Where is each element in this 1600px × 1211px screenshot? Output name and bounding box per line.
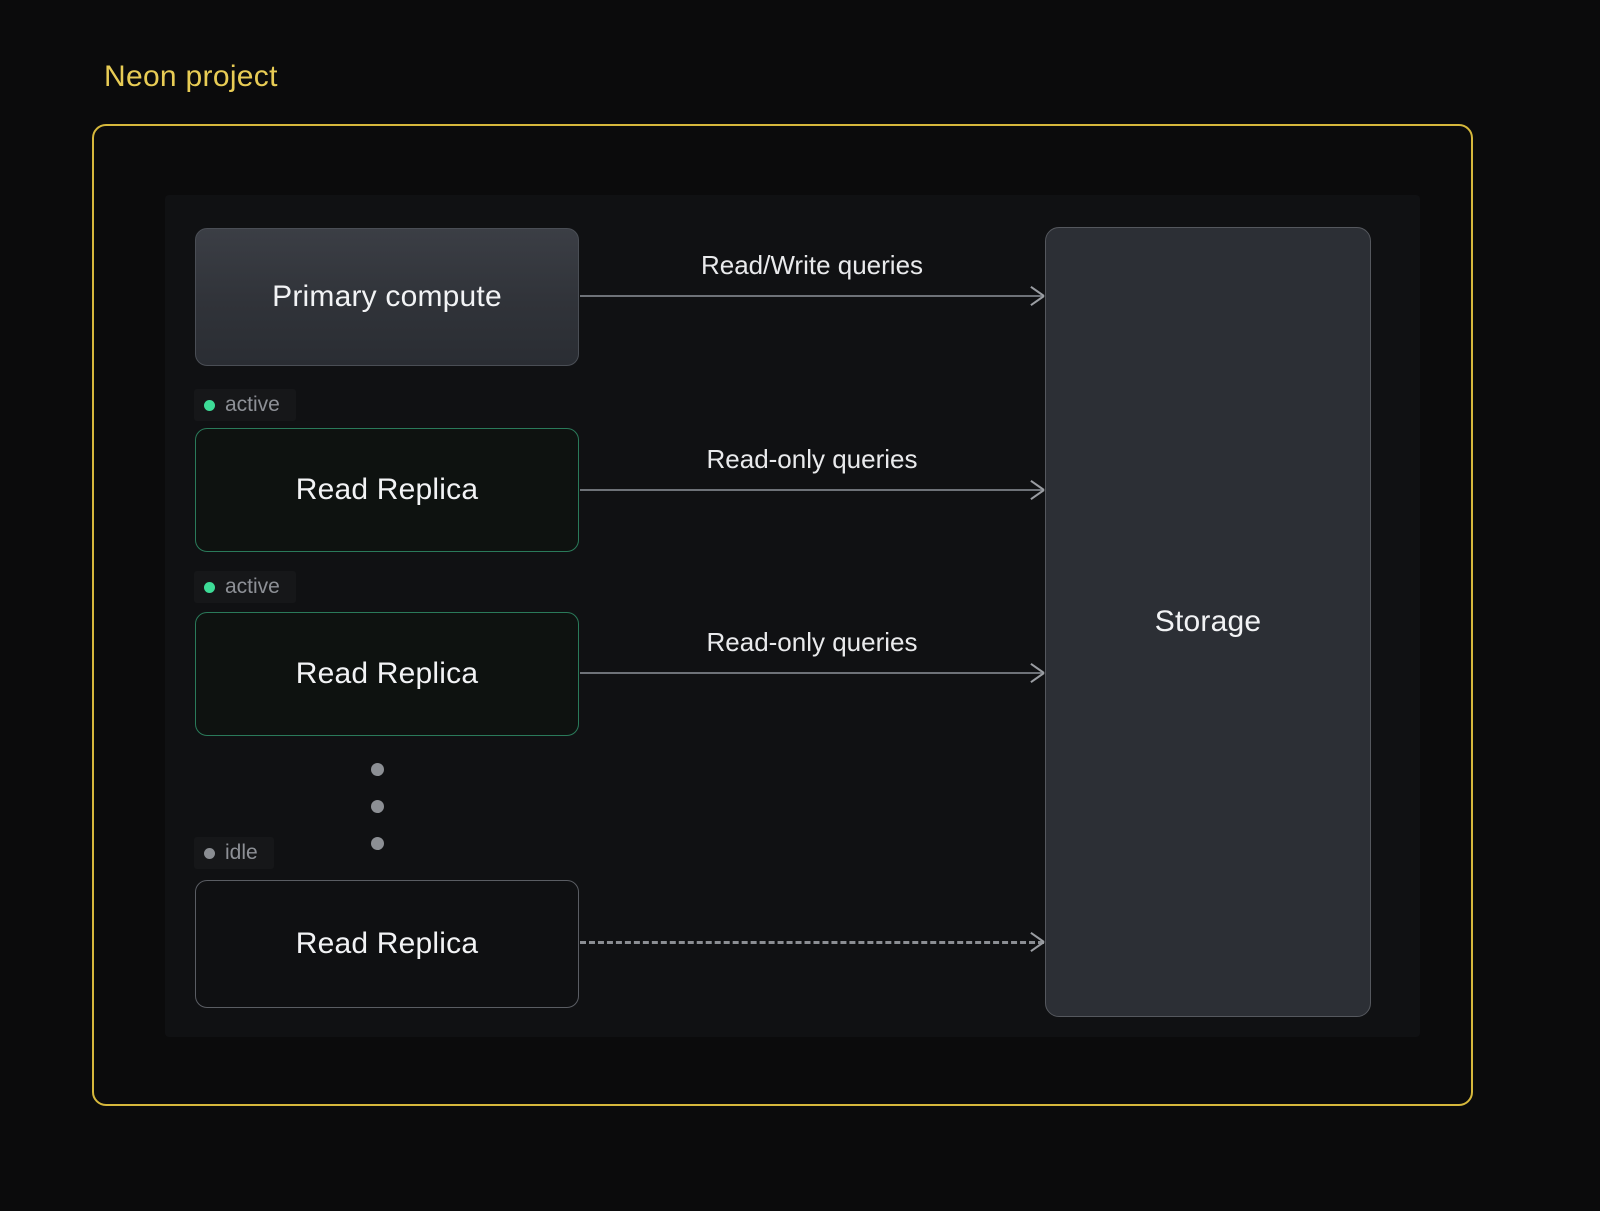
node-read-replica-idle[interactable]: Read Replica: [195, 880, 579, 1008]
node-read-replica-1[interactable]: Read Replica: [195, 428, 579, 552]
connector-label: Read-only queries: [706, 627, 918, 657]
status-dot-icon: [204, 847, 215, 859]
connector-label: Read-only queries: [706, 444, 918, 474]
node-primary-compute-label: Primary compute: [272, 280, 502, 313]
status-badge-replica-2: active: [194, 571, 296, 603]
page-title: Neon project: [104, 60, 278, 93]
status-badge-label: idle: [225, 841, 258, 864]
node-read-replica-2-label: Read Replica: [295, 657, 479, 690]
connector-primary-to-storage: Read/Write queries: [580, 250, 1044, 297]
status-badge-label: active: [225, 393, 280, 416]
vertical-ellipsis-icon: [371, 763, 384, 850]
status-badge-replica-idle: idle: [194, 837, 274, 869]
connector-replica2-to-storage: Read-only queries: [580, 627, 1044, 674]
project-frame: [92, 124, 1473, 1106]
status-badge-label: active: [225, 575, 280, 598]
connector-label: Read/Write queries: [700, 250, 924, 280]
node-storage-label: Storage: [1154, 605, 1262, 638]
arrow-right-icon: [1026, 286, 1046, 306]
ellipsis-dot-icon: [371, 763, 384, 776]
status-badge-replica-1: active: [194, 389, 296, 421]
connector-idle-to-storage: [580, 941, 1044, 944]
ellipsis-dot-icon: [371, 837, 384, 850]
arrow-right-icon: [1026, 480, 1046, 500]
connector-replica1-to-storage: Read-only queries: [580, 444, 1044, 491]
connector-line-dashed: [580, 941, 1044, 944]
arrow-right-icon: [1026, 932, 1046, 952]
status-dot-icon: [204, 399, 215, 411]
connector-line: [580, 672, 1044, 674]
node-read-replica-idle-label: Read Replica: [295, 927, 479, 960]
ellipsis-dot-icon: [371, 800, 384, 813]
node-read-replica-1-label: Read Replica: [295, 473, 479, 506]
node-storage[interactable]: Storage: [1045, 227, 1371, 1017]
node-read-replica-2[interactable]: Read Replica: [195, 612, 579, 736]
arrow-right-icon: [1026, 663, 1046, 683]
status-dot-icon: [204, 581, 215, 593]
connector-line: [580, 295, 1044, 297]
node-primary-compute[interactable]: Primary compute: [195, 228, 579, 366]
connector-line: [580, 489, 1044, 491]
